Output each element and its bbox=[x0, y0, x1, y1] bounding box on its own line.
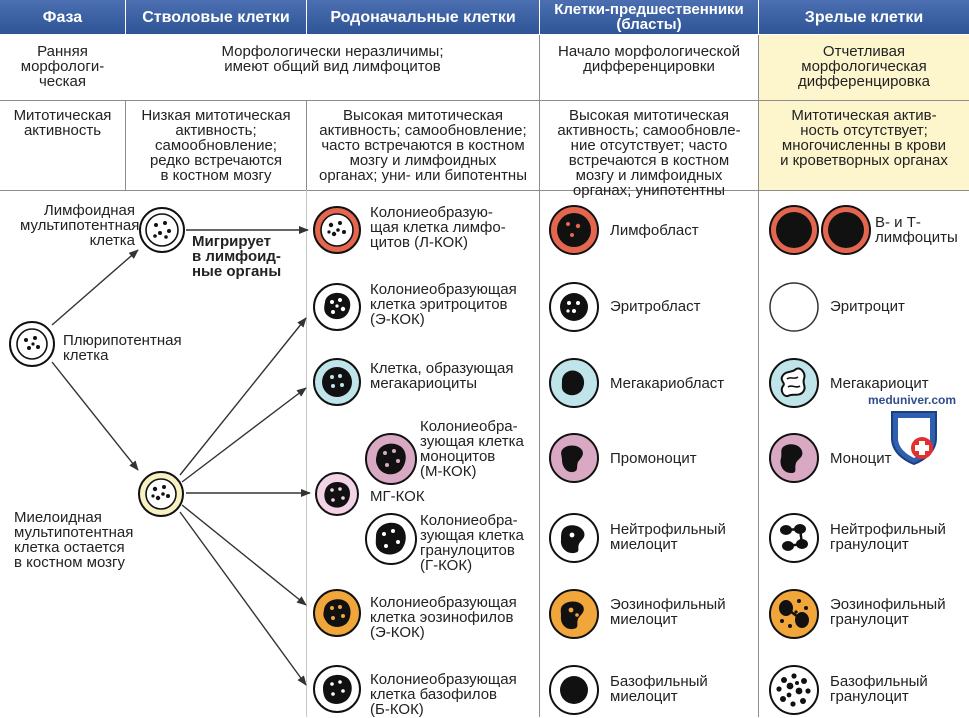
promonocyte-cell bbox=[549, 433, 599, 483]
row2-stem: Низкая митотическая активность; самообно… bbox=[141, 107, 291, 184]
erythroblast-cell bbox=[549, 282, 599, 332]
column-divider bbox=[539, 35, 540, 717]
meduniver-shield-icon bbox=[891, 411, 937, 466]
arrow-myeloid-to-eokok bbox=[181, 504, 307, 606]
megakaryocyte-cell bbox=[769, 358, 819, 408]
bkok-cell bbox=[313, 665, 361, 713]
column-divider bbox=[306, 190, 307, 717]
lymphoblast-label: Лимфобласт bbox=[610, 222, 699, 239]
lymphocyte-cell-b bbox=[769, 205, 819, 255]
bkok-label: Колониеобразующая клетка базофилов (Б-КО… bbox=[370, 671, 517, 718]
erythrocyte-cell bbox=[769, 282, 819, 332]
ekok-cell bbox=[313, 283, 361, 331]
column-divider bbox=[306, 100, 307, 190]
neutrophil-granulocyte-cell bbox=[769, 513, 819, 563]
myeloid-multipotent-label: Миелоидная мультипотентная клетка остает… bbox=[14, 509, 134, 571]
row1-precursor: Начало морфологической дифференцировки bbox=[557, 43, 740, 75]
arrow-myeloid-to-ekok bbox=[179, 317, 307, 476]
basophil-granulocyte-label: Базофильный гранулоцит bbox=[830, 673, 928, 705]
megakaryoblast-cell bbox=[549, 358, 599, 408]
basophil-granulocyte-cell bbox=[769, 665, 819, 715]
basophil-myelocyte-label: Базофильный миелоцит bbox=[610, 673, 708, 705]
lymphocyte-cell-t bbox=[821, 205, 871, 255]
erythrocyte-label: Эритроцит bbox=[830, 298, 905, 315]
row2-precursor: Высокая митотическая активность; самообн… bbox=[557, 107, 741, 199]
eokok-label: Колониеобразующая клетка эозинофилов (Э-… bbox=[370, 594, 517, 641]
row2-progenitor: Высокая митотическая активность; самообн… bbox=[318, 107, 527, 184]
header-progenitor-cells: Родоначальные клетки bbox=[307, 0, 540, 34]
ekok-label: Колониеобразующая клетка эритроцитов (Э-… bbox=[370, 281, 517, 328]
mega-forming-label: Клетка, образующая мегакариоциты bbox=[370, 360, 514, 392]
erythroblast-label: Эритробласт bbox=[610, 298, 701, 315]
mature-column-bg bbox=[759, 35, 969, 190]
megakaryocyte-label: Мегакариоцит bbox=[830, 375, 929, 392]
gkok-label: Колониеобра- зующая клетка гранулоцитов … bbox=[420, 512, 524, 574]
row1-mature: Отчетливая морфологическая дифференциров… bbox=[798, 43, 930, 90]
promonocyte-label: Промоноцит bbox=[610, 450, 697, 467]
lkok-label: Колониеобразую- щая клетка лимфо- цитов … bbox=[370, 204, 506, 251]
eosinophil-granulocyte-cell bbox=[769, 589, 819, 639]
myeloid-multipotent-cell bbox=[138, 471, 184, 517]
eokok-cell bbox=[313, 589, 361, 637]
gkok-cell bbox=[365, 513, 417, 565]
row1-stem-progenitor: Морфологически неразличимы; имеют общий … bbox=[221, 43, 444, 75]
lymphoid-multipotent-cell bbox=[139, 207, 185, 253]
neutrophil-granulocyte-label: Нейтрофильный гранулоцит bbox=[830, 521, 946, 553]
arrow-pluri-to-myeloid bbox=[51, 361, 139, 471]
header-precursor-cells: Клетки-предшественники (бласты) bbox=[540, 0, 759, 34]
mega-forming-cell bbox=[313, 358, 361, 406]
mgkok-label: МГ-КОК bbox=[370, 488, 425, 505]
pluripotent-cell bbox=[9, 321, 55, 367]
lymphocytes-label: В- и Т- лимфоциты bbox=[875, 214, 958, 246]
watermark: meduniver.com bbox=[868, 393, 957, 407]
basophil-myelocyte-cell bbox=[549, 665, 599, 715]
arrow-pluri-to-lymphoid bbox=[51, 249, 139, 326]
mgkok-cell bbox=[315, 472, 359, 516]
arrow-myeloid-to-bkok bbox=[179, 511, 307, 686]
migrates-note: Мигрирует в лимфоид- ные органы bbox=[192, 233, 282, 280]
row2-label: Митотическая активность bbox=[13, 107, 112, 139]
column-divider bbox=[758, 35, 759, 717]
monocyte-label: Моноцит bbox=[830, 450, 892, 467]
pluripotent-label: Плюрипотентная клетка bbox=[63, 332, 182, 364]
neutrophil-myelocyte-cell bbox=[549, 513, 599, 563]
row1-label: Ранняя морфологи- ческая bbox=[20, 43, 105, 90]
lkok-cell bbox=[313, 206, 361, 254]
row2-mature: Митотическая актив- ность отсутствует; м… bbox=[780, 107, 948, 169]
megakaryoblast-label: Мегакариобласт bbox=[610, 375, 725, 392]
arrow-myeloid-to-mega bbox=[181, 387, 307, 483]
mkok-cell bbox=[365, 433, 417, 485]
header-mature-cells: Зрелые клетки bbox=[759, 0, 969, 34]
lymphoblast-cell bbox=[549, 205, 599, 255]
neutrophil-myelocyte-label: Нейтрофильный миелоцит bbox=[610, 521, 726, 553]
eosinophil-myelocyte-cell bbox=[549, 589, 599, 639]
monocyte-cell bbox=[769, 433, 819, 483]
lymphoid-multipotent-label: Лимфоидная мультипотентная клетка bbox=[20, 202, 140, 249]
eosinophil-granulocyte-label: Эозинофильный гранулоцит bbox=[830, 596, 946, 628]
row-divider bbox=[0, 190, 969, 191]
column-divider bbox=[125, 100, 126, 190]
header-stem-cells: Стволовые клетки bbox=[126, 0, 307, 34]
row-divider bbox=[0, 100, 969, 101]
eosinophil-myelocyte-label: Эозинофильный миелоцит bbox=[610, 596, 726, 628]
header-phase: Фаза bbox=[0, 0, 126, 34]
mkok-label: Колониеобра- зующая клетка моноцитов (М-… bbox=[420, 418, 524, 480]
